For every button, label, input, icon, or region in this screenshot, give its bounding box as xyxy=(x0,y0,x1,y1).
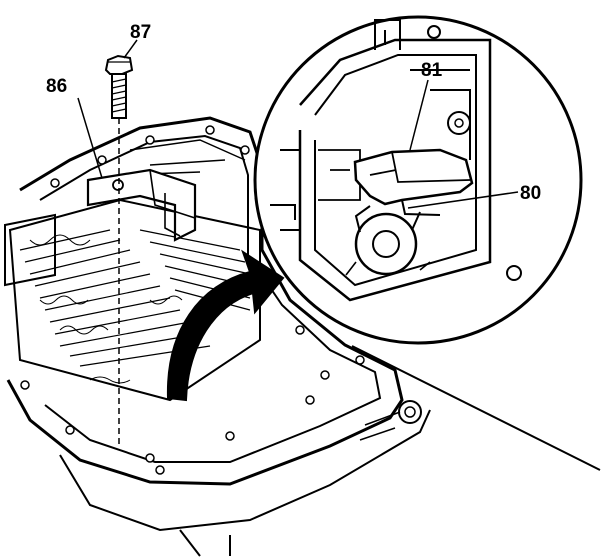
mount-hole xyxy=(427,25,441,39)
callout-80: 80 xyxy=(520,183,541,204)
bracket xyxy=(86,168,197,242)
callout-81: 81 xyxy=(421,60,443,81)
bracket-bolt-hole xyxy=(112,179,124,191)
bolt xyxy=(104,54,134,448)
leader-81 xyxy=(409,79,429,151)
leader-86 xyxy=(77,97,103,179)
callout-87: 87 xyxy=(130,22,151,43)
leader-80 xyxy=(407,191,519,209)
leader-87 xyxy=(123,39,138,59)
mount-hole xyxy=(506,265,522,281)
rotation-arrow xyxy=(166,249,285,402)
detent-spring xyxy=(353,148,474,206)
callout-86: 86 xyxy=(46,76,67,97)
rim-bolt-holes xyxy=(20,125,365,475)
detail-view xyxy=(253,15,601,471)
